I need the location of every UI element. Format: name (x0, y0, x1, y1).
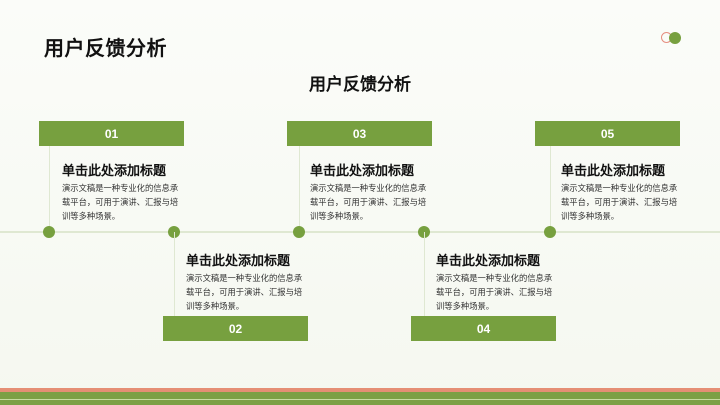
item-number-bar-01: 01 (39, 121, 184, 146)
footer-stripe-pink (0, 388, 720, 392)
item-description[interactable]: 演示文稿是一种专业化的信息承载平台，可用于演讲、汇报与培训等多种场景。 (186, 273, 303, 311)
item-description[interactable]: 演示文稿是一种专业化的信息承载平台，可用于演讲、汇报与培训等多种场景。 (310, 183, 427, 221)
item-description[interactable]: 演示文稿是一种专业化的信息承载平台，可用于演讲、汇报与培训等多种场景。 (561, 183, 678, 221)
timeline-dot (544, 226, 556, 238)
item-title[interactable]: 单击此处添加标题 (310, 164, 415, 179)
item-number: 01 (104, 126, 119, 141)
item-number: 04 (476, 321, 491, 336)
item-number-bar-03: 03 (287, 121, 432, 146)
item-number: 02 (228, 321, 243, 336)
item-number-bar-04: 04 (411, 316, 556, 341)
item-title[interactable]: 单击此处添加标题 (561, 164, 666, 179)
timeline-dot (43, 226, 55, 238)
item-number-bar-02: 02 (163, 316, 308, 341)
item-title[interactable]: 单击此处添加标题 (186, 254, 291, 269)
item-number: 03 (352, 126, 367, 141)
section-title: 用户反馈分析 (309, 75, 411, 95)
connector-line (49, 146, 50, 232)
connector-line (424, 232, 425, 316)
logo-dot-icon (669, 32, 681, 44)
item-description[interactable]: 演示文稿是一种专业化的信息承载平台，可用于演讲、汇报与培训等多种场景。 (62, 183, 179, 221)
item-number: 05 (600, 126, 615, 141)
item-title[interactable]: 单击此处添加标题 (62, 164, 167, 179)
footer-stripe-highlight (0, 399, 720, 400)
connector-line (174, 232, 175, 316)
timeline-line (0, 231, 720, 233)
connector-line (299, 146, 300, 232)
connector-line (550, 146, 551, 232)
page-title: 用户反馈分析 (44, 36, 167, 60)
timeline-dot (293, 226, 305, 238)
item-title[interactable]: 单击此处添加标题 (436, 254, 541, 269)
item-number-bar-05: 05 (535, 121, 680, 146)
item-description[interactable]: 演示文稿是一种专业化的信息承载平台，可用于演讲、汇报与培训等多种场景。 (436, 273, 553, 311)
footer-stripe-green (0, 392, 720, 405)
